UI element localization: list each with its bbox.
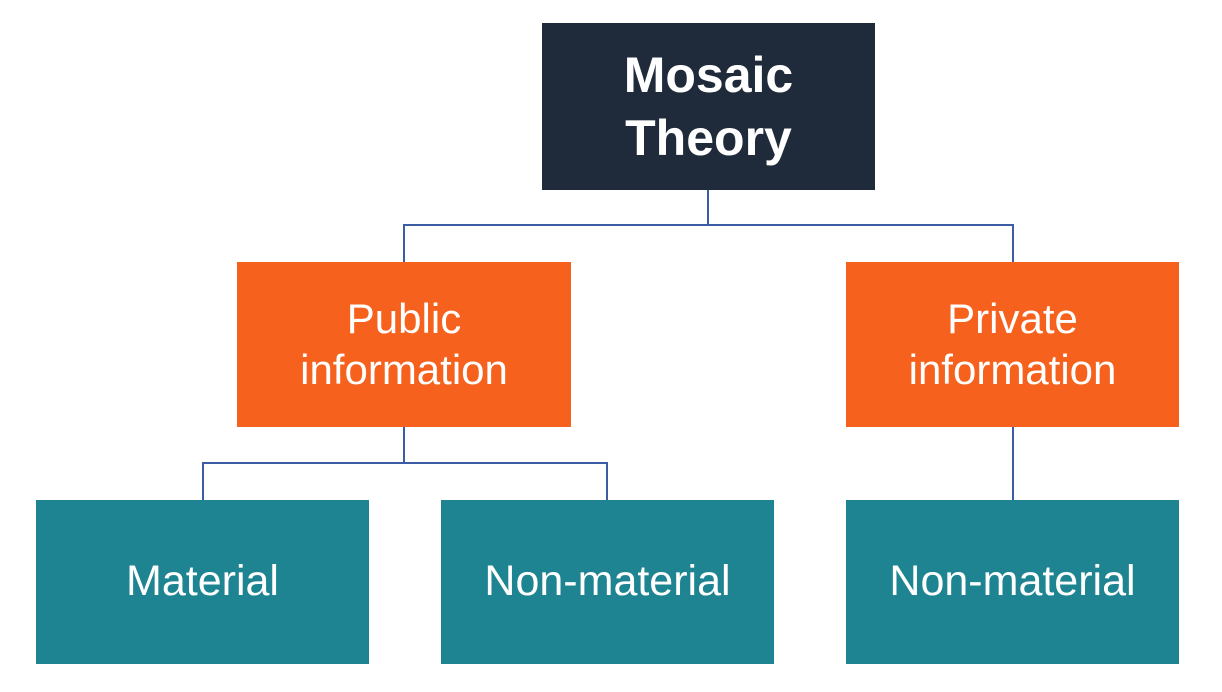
connector-public-stem xyxy=(403,427,405,464)
connector-drop-to-non-material-public xyxy=(606,464,608,500)
connector-root-stem xyxy=(707,190,709,226)
connector-public-horizontal-bar xyxy=(202,462,608,464)
node-mosaic-theory: Mosaic Theory xyxy=(542,23,875,190)
connector-drop-to-private xyxy=(1012,226,1014,262)
connector-root-horizontal-bar xyxy=(403,224,1014,226)
node-mosaic-theory-label: Mosaic Theory xyxy=(623,46,794,166)
node-material-label: Material xyxy=(126,557,279,606)
connector-private-to-non-material xyxy=(1012,427,1014,500)
node-public-information: Public information xyxy=(237,262,571,427)
node-private-information: Private information xyxy=(846,262,1179,427)
node-private-information-label: Private information xyxy=(908,295,1117,393)
node-non-material-private: Non-material xyxy=(846,500,1179,664)
node-non-material-public-label: Non-material xyxy=(484,557,731,606)
connector-drop-to-material xyxy=(202,464,204,500)
node-material: Material xyxy=(36,500,369,664)
node-non-material-public: Non-material xyxy=(441,500,774,664)
node-non-material-private-label: Non-material xyxy=(889,557,1136,606)
node-public-information-label: Public information xyxy=(300,295,508,393)
connector-drop-to-public xyxy=(403,226,405,262)
